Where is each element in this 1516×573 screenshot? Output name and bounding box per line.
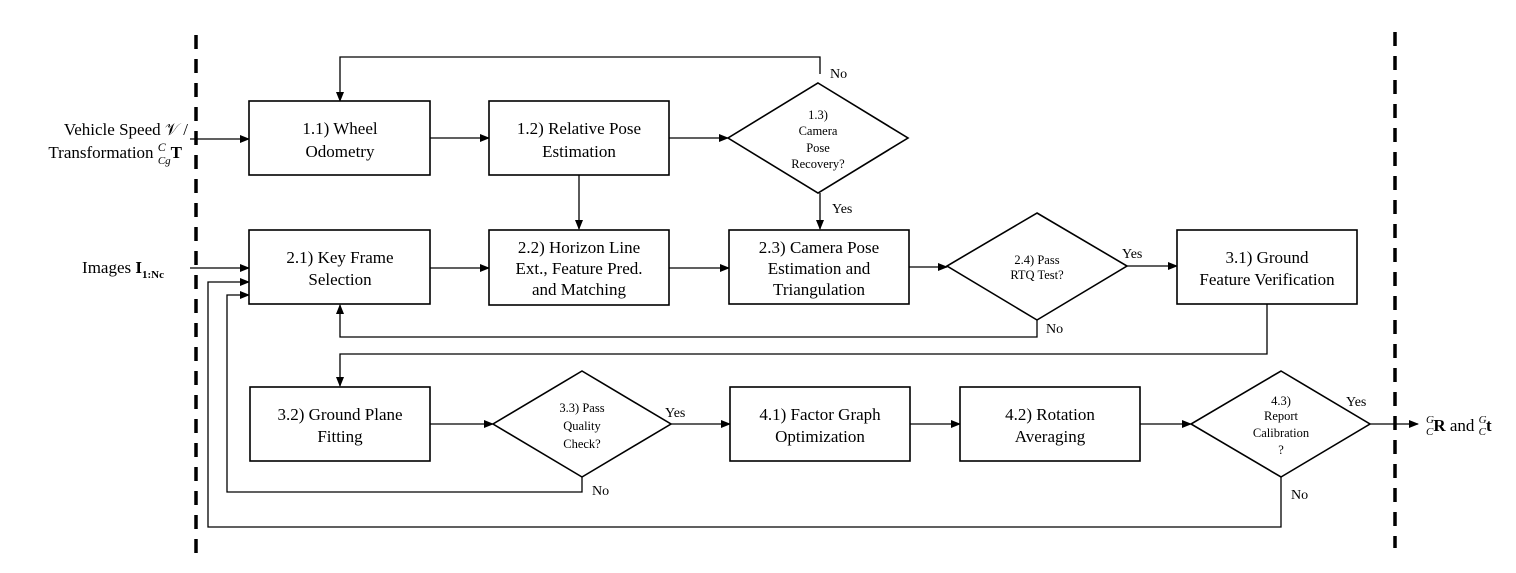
label-no-quality: No	[592, 484, 609, 499]
d13-line4: Recovery?	[791, 157, 845, 171]
box-camera-pose-line3: Triangulation	[773, 280, 865, 299]
d33-line1: 3.3) Pass	[559, 401, 604, 415]
arrow-d33-no-loop	[226, 291, 583, 493]
d33-line2: Quality	[563, 419, 601, 433]
d13-line3: Pose	[806, 141, 830, 155]
box-factor-graph: 4.1) Factor Graph Optimization	[729, 386, 911, 462]
box-ground-feature-line2: Feature Verification	[1199, 270, 1335, 289]
d24-line1: 2.4) Pass	[1014, 253, 1059, 267]
input-vehicle-speed-line1: Vehicle Speed 𝒱 /	[64, 120, 188, 139]
box-ground-plane: 3.2) Ground Plane Fitting	[249, 386, 431, 462]
d13-line2: Camera	[799, 124, 838, 138]
box-factor-graph-line2: Optimization	[775, 427, 865, 446]
decision-rtq-test: 2.4) Pass RTQ Test?	[945, 212, 1129, 321]
decision-quality-check: 3.3) Pass Quality Check?	[491, 370, 673, 478]
d43-line2: Report	[1264, 409, 1299, 423]
arrow-d43-no-loop	[207, 278, 1282, 528]
d43-line3: Calibration	[1253, 426, 1310, 440]
label-no-rtq: No	[1046, 322, 1063, 337]
box-horizon-line1: 2.2) Horizon Line	[518, 238, 640, 257]
box-key-frame: 2.1) Key Frame Selection	[248, 229, 431, 305]
box-camera-pose-line1: 2.3) Camera Pose	[759, 238, 879, 257]
label-yes-camera-recovery: Yes	[832, 202, 852, 217]
input-images: Images I1:Nc	[82, 258, 164, 281]
d13-line1: 1.3)	[808, 108, 828, 122]
box-ground-feature-line1: 3.1) Ground	[1225, 248, 1309, 267]
arrow-d13-no-loop	[336, 56, 821, 102]
arrow-groundfeat-to-groundplane	[336, 304, 1268, 387]
box-horizon-line: 2.2) Horizon Line Ext., Feature Pred. an…	[488, 229, 670, 306]
d24-line2: RTQ Test?	[1010, 268, 1064, 282]
box-factor-graph-line1: 4.1) Factor Graph	[759, 405, 881, 424]
box-wheel-odometry: 1.1) Wheel Odometry	[248, 100, 431, 176]
box-rotation-averaging: 4.2) Rotation Averaging	[959, 386, 1141, 462]
box-ground-feature: 3.1) Ground Feature Verification	[1176, 229, 1358, 305]
box-ground-plane-line2: Fitting	[317, 427, 363, 446]
box-rotation-line1: 4.2) Rotation	[1005, 405, 1095, 424]
box-camera-pose: 2.3) Camera Pose Estimation and Triangul…	[728, 229, 910, 305]
box-horizon-line3: and Matching	[532, 280, 626, 299]
d43-line4: ?	[1278, 443, 1284, 457]
box-key-frame-line2: Selection	[308, 270, 372, 289]
box-wheel-odometry-line2: Odometry	[306, 142, 375, 161]
d33-line3: Check?	[563, 437, 601, 451]
label-no-report: No	[1291, 488, 1308, 503]
arrow-d24-no-loop	[336, 304, 1038, 338]
decision-report-calibration: 4.3) Report Calibration ?	[1189, 370, 1372, 478]
box-relative-pose-line1: 1.2) Relative Pose	[517, 119, 641, 138]
box-wheel-odometry-line1: 1.1) Wheel	[302, 119, 377, 138]
box-relative-pose: 1.2) Relative Pose Estimation	[488, 100, 670, 176]
box-relative-pose-line2: Estimation	[542, 142, 616, 161]
label-yes-report: Yes	[1346, 395, 1366, 410]
d43-line1: 4.3)	[1271, 394, 1291, 408]
box-camera-pose-line2: Estimation and	[768, 259, 871, 278]
label-no-camera-recovery: No	[830, 67, 847, 82]
box-rotation-line2: Averaging	[1015, 427, 1086, 446]
decision-camera-pose-recovery: 1.3) Camera Pose Recovery?	[726, 82, 910, 194]
box-key-frame-line1: 2.1) Key Frame	[286, 248, 393, 267]
box-horizon-line2: Ext., Feature Pred.	[516, 259, 643, 278]
box-ground-plane-line1: 3.2) Ground Plane	[277, 405, 402, 424]
label-yes-rtq: Yes	[1122, 247, 1142, 262]
label-yes-quality: Yes	[665, 406, 685, 421]
